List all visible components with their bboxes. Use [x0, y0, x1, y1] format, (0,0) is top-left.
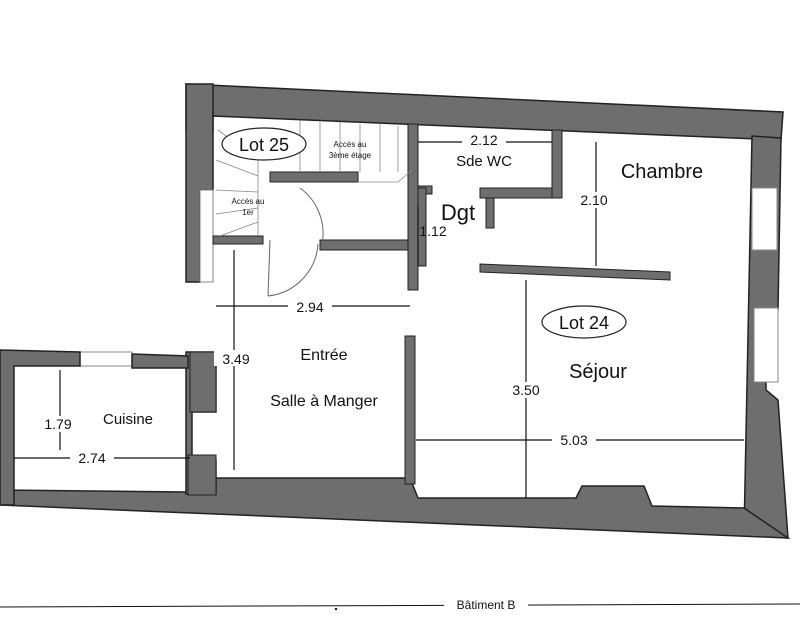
doors: [267, 187, 324, 297]
wall-stair-top: [269, 171, 359, 183]
lot-24-ellipse: [541, 305, 627, 339]
wall-wc-right: [551, 129, 563, 199]
dim-sejour-depth: 3.50: [512, 382, 539, 398]
window-left-upper: [199, 189, 214, 283]
window-right-lower: [753, 307, 779, 383]
dimension-lines: [14, 141, 744, 498]
wall-stair-bottom: [212, 235, 264, 245]
room-cuisine: Cuisine: [103, 411, 153, 428]
stair-lower-line1: Accès au: [232, 197, 265, 206]
stair-upper-line1: Accès au: [334, 140, 367, 149]
outer-walls: [0, 83, 791, 539]
dim-cuisine-width: 2.74: [78, 450, 105, 466]
lot-25-ellipse: [221, 127, 307, 161]
door-entree-swing: [267, 243, 319, 297]
wall-dgt-stub: [485, 197, 495, 229]
room-salle-a-manger: Salle à Manger: [270, 393, 378, 410]
dim-cuisine-depth: 1.79: [44, 416, 71, 432]
wall-entree-top: [319, 239, 419, 251]
dim-entree-width: 2.94: [296, 299, 323, 315]
lot-25-label: Lot 25: [239, 135, 289, 155]
dim-chambre-depth: 2.10: [580, 192, 607, 208]
room-sejour: Séjour: [569, 361, 627, 383]
window-right-upper: [751, 187, 778, 251]
building-label: Bâtiment B: [457, 598, 516, 612]
wall-lot25-24: [407, 123, 419, 291]
wall-chambre-bottom: [479, 263, 671, 281]
room-entree: Entrée: [300, 347, 347, 364]
door-entree: [267, 239, 271, 297]
annex-pillar: [187, 454, 217, 496]
building-line-dot: [334, 607, 338, 611]
door-stair-swing: [299, 187, 324, 245]
stair-lower-line2: 1er: [242, 208, 254, 217]
building-line: [0, 603, 800, 608]
annex-top-wall-right: [131, 353, 189, 369]
wall-sejour-left: [404, 335, 416, 485]
dim-sejour-width: 5.03: [560, 432, 587, 448]
interior-walls: [189, 123, 671, 485]
windows: [79, 187, 779, 383]
room-sde-wc: Sde WC: [456, 153, 512, 170]
lot-24-label: Lot 24: [559, 313, 609, 333]
dim-wc-width: 2.12: [470, 132, 497, 148]
room-chambre: Chambre: [621, 161, 703, 183]
annex-top-wall: [0, 349, 81, 506]
room-dgt: Dgt: [441, 200, 475, 225]
annex-walls: [0, 349, 217, 506]
wall-wc-bottom: [479, 187, 563, 199]
dim-dgt-width: 1.12: [419, 223, 446, 239]
window-cuisine: [79, 351, 133, 367]
stair-upper-line2: 3ème étage: [329, 151, 372, 160]
bottom-wall: [0, 477, 791, 539]
dim-salle-depth: 3.49: [222, 351, 249, 367]
wall-cuisine-right: [189, 351, 217, 413]
